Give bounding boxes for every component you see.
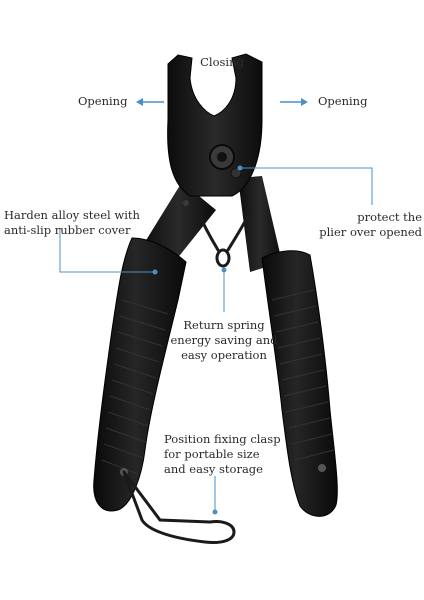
label-clasp-line-1: Position fixing clasp	[164, 432, 281, 446]
lanyard-hole	[318, 464, 326, 472]
label-harden-line-2: anti-slip rubber cover	[4, 223, 131, 237]
shank-hole	[183, 200, 189, 206]
left-handle-grip	[93, 237, 187, 512]
label-opening-left: Opening	[78, 94, 128, 108]
label-closing: Closing	[200, 55, 244, 69]
label-spring-line-3: easy operation	[181, 348, 267, 362]
label-protect: protect the plier over opened	[319, 210, 422, 240]
return-spring	[196, 210, 252, 268]
label-clasp-line-2: for portable size	[164, 447, 260, 461]
label-opening-right: Opening	[318, 94, 368, 108]
label-protect-line-2: plier over opened	[319, 225, 422, 239]
right-handle-grip	[261, 250, 338, 517]
label-protect-line-1: protect the	[357, 210, 422, 224]
label-spring-line-2: energy saving and	[170, 333, 278, 347]
fixing-clasp	[122, 470, 236, 544]
label-clasp-line-3: and easy storage	[164, 462, 263, 476]
label-harden-alloy: Harden alloy steel with anti-slip rubber…	[4, 208, 140, 238]
arrow-right-icon	[280, 98, 308, 106]
callout-lines	[59, 167, 373, 512]
pivot-bolt	[209, 144, 242, 179]
arrow-left-icon	[136, 98, 164, 106]
callout-dots	[152, 165, 243, 515]
label-spring-line-1: Return spring	[183, 318, 265, 332]
plier-head	[167, 53, 263, 197]
label-harden-line-1: Harden alloy steel with	[4, 208, 140, 222]
label-return-spring: Return spring energy saving and easy ope…	[164, 318, 284, 363]
label-fixing-clasp: Position fixing clasp for portable size …	[164, 432, 281, 477]
